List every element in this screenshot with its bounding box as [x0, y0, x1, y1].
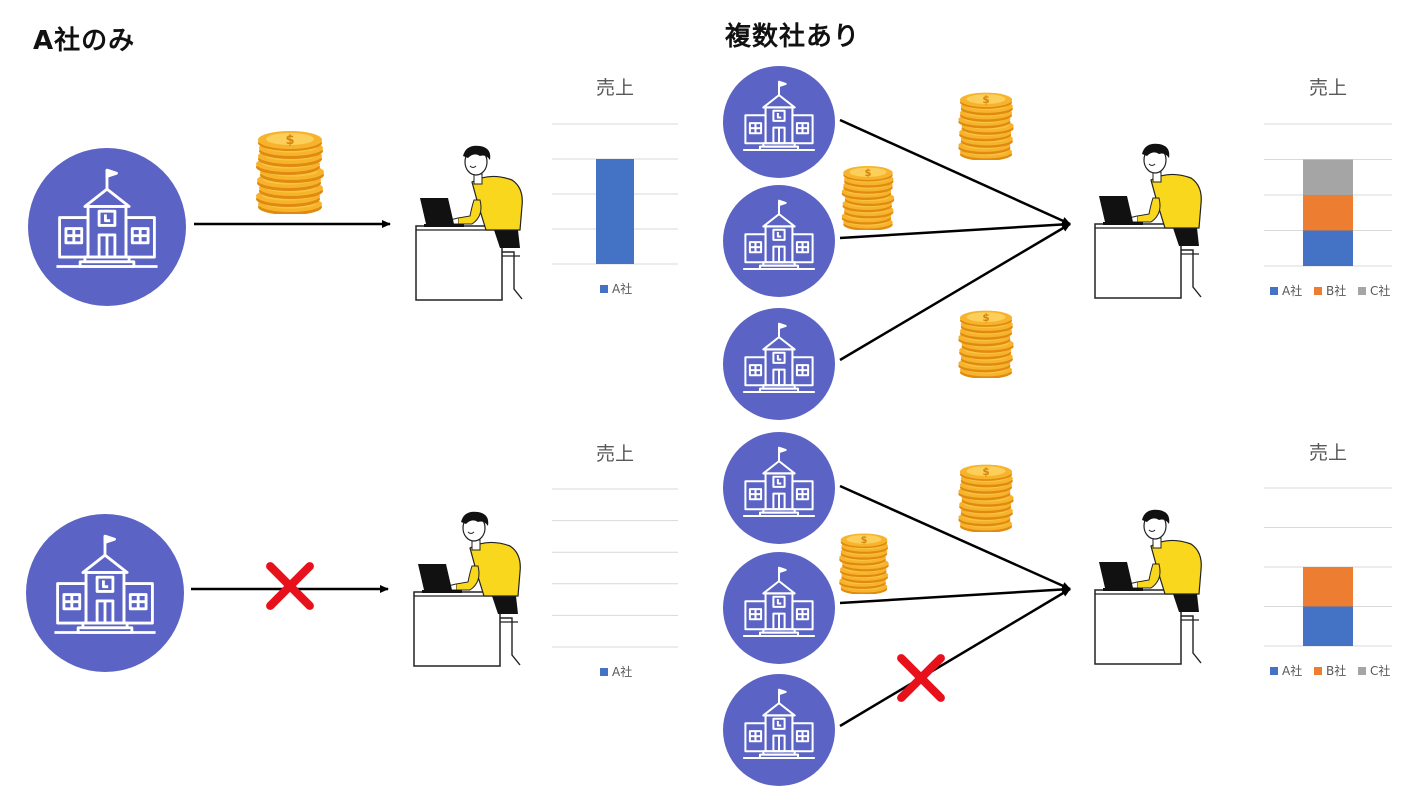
- legend-swatch: [1358, 667, 1366, 675]
- coin-stack-icon: [958, 465, 1013, 533]
- legend-label: C社: [1370, 283, 1390, 298]
- payment-arrow: [839, 585, 1071, 605]
- chart-bar-A社: [1303, 230, 1353, 266]
- legend-label: A社: [612, 664, 632, 679]
- chart-bar-A社: [596, 159, 634, 264]
- legend-swatch: [1314, 287, 1322, 295]
- heading-single-company: A社のみ: [33, 26, 136, 56]
- legend-label: A社: [612, 281, 632, 296]
- scenario-multi-partial: [723, 432, 1203, 786]
- chart-title: 売上: [596, 77, 634, 99]
- company-building-icon: [26, 514, 184, 672]
- sales-chart-multi-active: 売上 A社 B社 C社: [1264, 77, 1392, 298]
- chart-title: 売上: [596, 443, 634, 465]
- chart-bar-B社: [1303, 567, 1353, 607]
- blocked-cross-icon: [270, 566, 310, 606]
- freelancer-icon: [415, 144, 524, 301]
- coin-stack-icon: [958, 93, 1013, 161]
- payment-arrow: [839, 222, 1071, 362]
- coin-stack-icon: [256, 131, 324, 215]
- heading-multiple-companies: 複数社あり: [725, 22, 861, 52]
- scenario-single-blocked: [26, 510, 522, 672]
- legend-label: C社: [1370, 663, 1390, 678]
- scenario-multi-active: [723, 66, 1203, 420]
- freelancer-icon: [413, 510, 522, 667]
- legend-label: B社: [1326, 283, 1346, 298]
- legend-label: A社: [1282, 283, 1302, 298]
- payment-arrow: [839, 220, 1071, 240]
- legend-swatch: [600, 285, 608, 293]
- legend-label: A社: [1282, 663, 1302, 678]
- company-building-icon: [723, 432, 835, 544]
- chart-bar-B社: [1303, 195, 1353, 231]
- legend-swatch: [1314, 667, 1322, 675]
- coin-stack-icon: [958, 311, 1013, 379]
- legend-swatch: [1358, 287, 1366, 295]
- chart-bar-C社: [1303, 159, 1353, 195]
- legend-swatch: [600, 668, 608, 676]
- blocked-cross-icon: [901, 658, 941, 698]
- company-building-icon: [28, 148, 186, 306]
- company-building-icon: [723, 674, 835, 786]
- chart-bar-A社: [1303, 606, 1353, 646]
- scenario-single-active: [28, 131, 524, 306]
- chart-title: 売上: [1309, 442, 1347, 464]
- payment-arrow: [839, 587, 1071, 728]
- coin-stack-icon: [839, 533, 889, 594]
- sales-chart-multi-partial: 売上 A社 B社 C社: [1264, 442, 1392, 678]
- company-building-icon: [723, 66, 835, 178]
- sales-chart-single-blocked: 売上 A社: [552, 443, 678, 679]
- legend-swatch: [1270, 667, 1278, 675]
- chart-title: 売上: [1309, 77, 1347, 99]
- payment-arrow: [839, 484, 1071, 591]
- sales-chart-single-active: 売上 A社: [552, 77, 678, 296]
- coin-stack-icon: [842, 166, 894, 231]
- legend-label: B社: [1326, 663, 1346, 678]
- freelancer-icon: [1094, 508, 1203, 665]
- company-building-icon: [723, 308, 835, 420]
- payment-arrow: [839, 118, 1071, 226]
- freelancer-icon: [1094, 142, 1203, 299]
- company-building-icon: [723, 552, 835, 664]
- company-building-icon: [723, 185, 835, 297]
- legend-swatch: [1270, 287, 1278, 295]
